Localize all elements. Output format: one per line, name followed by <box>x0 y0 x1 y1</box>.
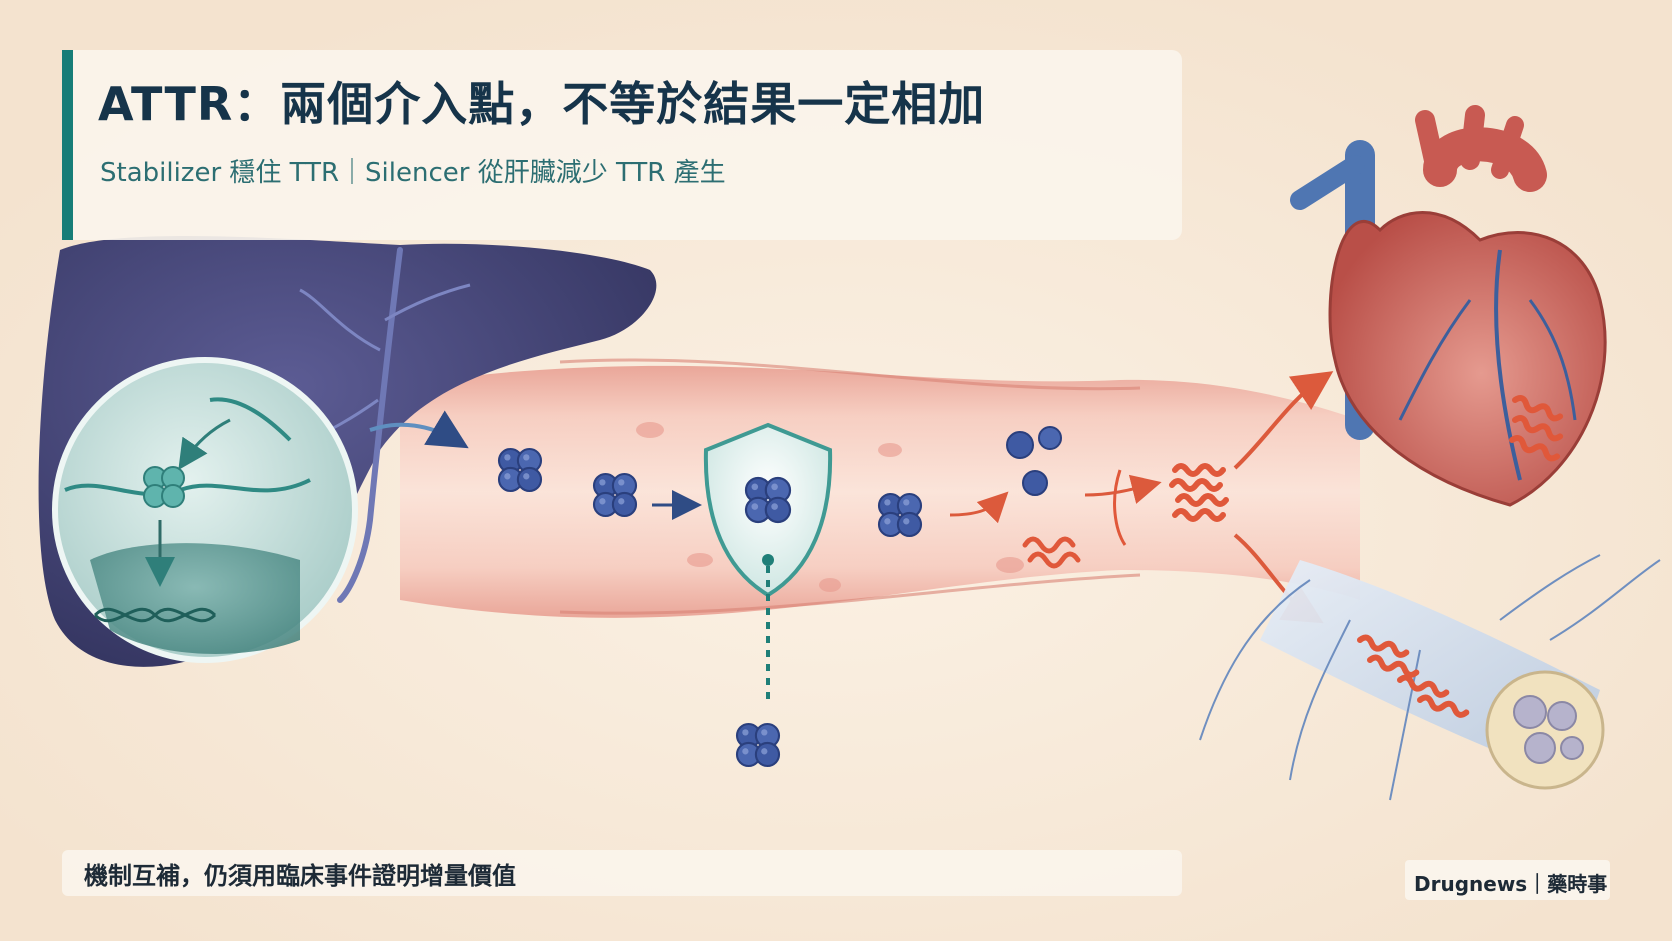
ribosome-icon <box>143 466 185 508</box>
page-title: ATTR：兩個介入點，不等於結果一定相加 <box>98 77 986 131</box>
shield-stabilizer-icon <box>703 422 833 705</box>
heart-icon <box>1290 105 1607 507</box>
ttr-monomer-icon <box>1006 426 1062 496</box>
dna-helix-icon <box>93 607 217 623</box>
hepatocyte-zoom-icon <box>52 357 358 663</box>
brand-label: Drugnews｜藥時事 <box>1414 872 1608 896</box>
header-card <box>62 50 1182 240</box>
footer-note: 機制互補，仍須用臨床事件證明增量價值 <box>84 862 516 890</box>
brand-card <box>1405 860 1610 900</box>
misfolded-protein-icon <box>1022 469 1127 569</box>
page-subtitle: Stabilizer 穩住 TTR｜Silencer 從肝臟減少 TTR 產生 <box>100 158 726 188</box>
footer-card <box>62 850 1182 896</box>
nerve-icon <box>1199 554 1661 801</box>
accent-bar <box>62 50 73 240</box>
